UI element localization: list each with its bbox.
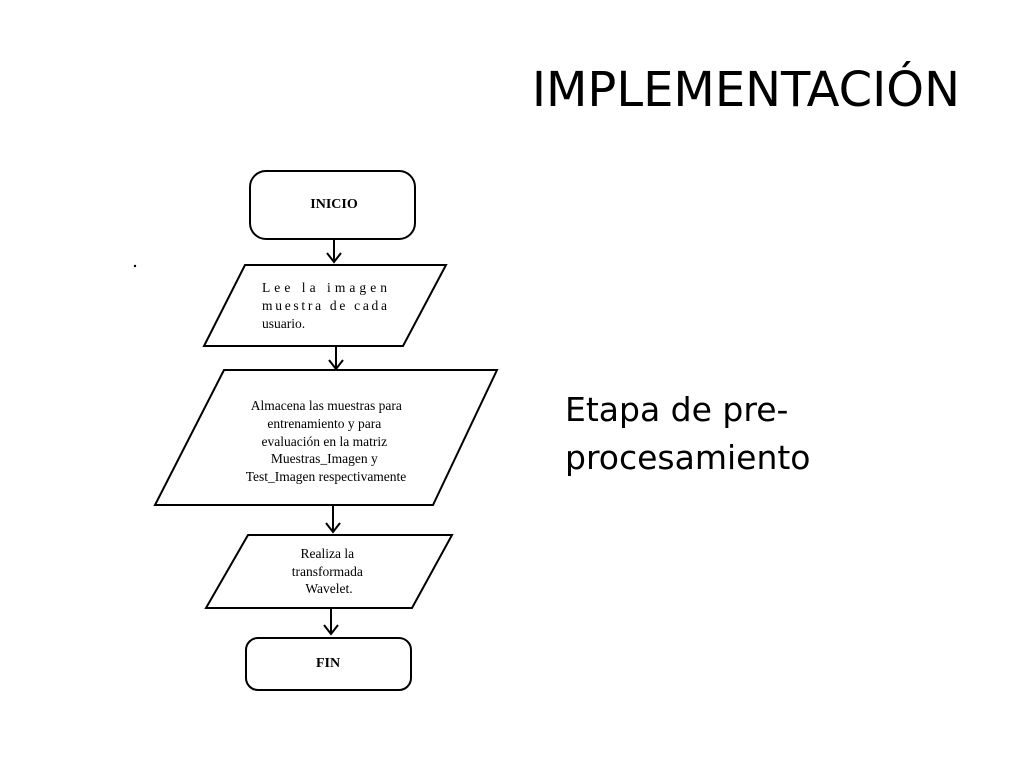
start-label: INICIO — [310, 197, 358, 212]
section-caption: Etapa de pre- procesamiento — [565, 386, 811, 482]
store-line-1: Almacena las muestras para — [251, 398, 402, 413]
end-terminal-shape — [245, 637, 412, 691]
read-data-shape — [202, 264, 448, 347]
end-label: FIN — [316, 656, 340, 671]
store-data-shape — [153, 369, 499, 506]
read-line-2: muestra de cada — [262, 298, 387, 313]
read-line-3: usuario. — [262, 316, 305, 331]
transform-data-shape — [204, 534, 454, 609]
stray-dot — [133, 264, 137, 268]
store-label: Almacena las muestras para entrenamiento… — [246, 398, 407, 484]
connector-transform-end — [323, 609, 339, 636]
node-start: INICIO — [249, 170, 416, 240]
transform-label: Realiza la transformada Wavelet. — [292, 546, 367, 596]
node-read: Lee la imagen muestra de cada usuario. — [202, 264, 448, 347]
store-line-3: evaluación en la matriz — [262, 434, 388, 449]
start-line-1: INICIO — [310, 197, 358, 212]
transform-line-1: Realiza la — [301, 546, 355, 561]
caption-line-1: Etapa de pre- — [565, 390, 789, 429]
store-line-4: Muestras_Imagen y — [271, 451, 378, 466]
transform-line-3: Wavelet. — [305, 581, 352, 596]
connector-store-transform — [325, 506, 341, 534]
node-store: Almacena las muestras para entrenamiento… — [153, 369, 499, 506]
connector-read-store — [328, 346, 344, 371]
slide-title: IMPLEMENTACIÓN — [531, 62, 960, 118]
connector-start-read — [326, 240, 342, 264]
node-end: FIN — [245, 637, 412, 691]
end-line-1: FIN — [316, 656, 340, 671]
store-line-2: entrenamiento y para — [267, 416, 381, 431]
transform-line-2: transformada — [292, 564, 363, 579]
store-line-5: Test_Imagen respectivamente — [246, 469, 407, 484]
caption-line-2: procesamiento — [565, 438, 811, 477]
node-transform: Realiza la transformada Wavelet. — [204, 534, 454, 609]
start-terminal-shape — [249, 170, 416, 240]
